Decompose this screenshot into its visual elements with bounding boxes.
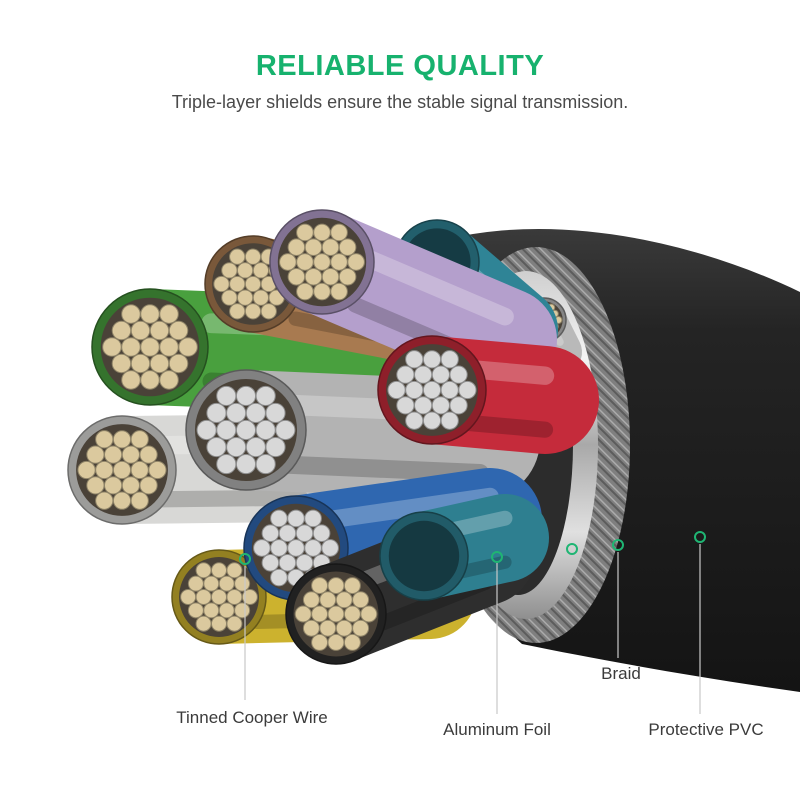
wire-red [377,335,599,454]
page-title: RELIABLE QUALITY [255,50,545,82]
wires-layer [67,209,599,665]
marker-foil-layer [566,543,578,555]
callout-lines [239,531,706,714]
page-subtitle: Triple-layer shields ensure the stable s… [171,92,629,112]
marker-protective-pvc [694,531,706,543]
callout-label-protective-pvc: Protective PVC [648,720,764,739]
marker-aluminum-foil [491,551,503,563]
header: RELIABLE QUALITY Triple-layer shields en… [0,0,800,113]
callout-label-braid: Braid [601,664,641,683]
wire-teal-bottom [379,494,549,601]
marker-tinned-copper-wire [239,553,251,565]
callout-label-aluminum-foil: Aluminum Foil [443,720,551,739]
callout-label-tinned-copper-wire: Tinned Cooper Wire [176,708,328,727]
marker-braid [612,539,624,551]
wire-lavender [269,209,557,392]
